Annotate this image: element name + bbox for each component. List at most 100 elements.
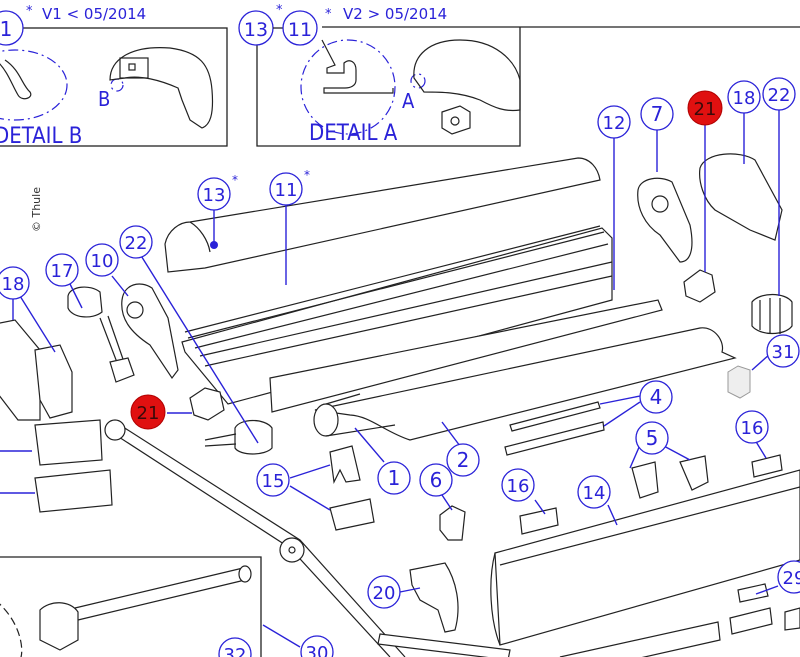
- callout-bubble: [419, 463, 453, 497]
- callout-12: 12: [597, 105, 631, 139]
- callout-bubble: [0, 266, 30, 300]
- callout-number: 29: [783, 568, 800, 589]
- callout-bubble: [218, 637, 252, 657]
- part-20-end-cap: [409, 562, 459, 633]
- callout-11: 11 *: [269, 168, 310, 206]
- detail-a-marker-circle: [410, 73, 426, 89]
- callout-6: 6: [419, 463, 453, 497]
- callout-number: 11: [275, 180, 298, 201]
- callout-number: 21: [694, 99, 717, 120]
- callout-bubble: [762, 77, 796, 111]
- callout-20: 20: [367, 575, 401, 609]
- callout-13: 13*: [197, 173, 238, 211]
- leader-lines: [0, 110, 780, 648]
- detail-b-marker-circle: [110, 78, 124, 92]
- callout-bubble: [130, 394, 166, 430]
- callout-number: 1: [388, 466, 401, 490]
- asterisk-note: *: [26, 4, 33, 19]
- small-block-hole: [450, 116, 460, 126]
- callout-16: 16: [501, 468, 535, 502]
- callout-number: 6: [430, 468, 443, 492]
- callout-number: 30: [306, 643, 329, 657]
- part-29-clip: [737, 583, 769, 603]
- callout-bubble: [85, 243, 119, 277]
- callout-1: 1: [377, 461, 411, 495]
- part-13-cover-profile: [164, 157, 601, 273]
- part-1-roller-end: [313, 403, 339, 437]
- part-30-tube-end: [238, 565, 252, 583]
- part-15-plate-lower: [329, 498, 375, 531]
- detail-b-label: DETAIL B: [0, 124, 82, 149]
- part-18-left-inner: [34, 344, 73, 419]
- callout-bubble: [446, 443, 480, 477]
- part-1-roller-body: [325, 393, 396, 437]
- inset-30-frame: [0, 556, 262, 657]
- asterisk-note: *: [304, 168, 310, 182]
- part-14-front-profile: [494, 469, 800, 646]
- callout-14: 14: [577, 475, 611, 509]
- inset-v1-detail-b: B DETAIL B 1 * V1 < 05/2014: [0, 4, 228, 149]
- part-30-motor: [39, 602, 79, 651]
- arm-elbow-pin: [288, 546, 296, 554]
- callout-bubble: [687, 90, 723, 126]
- part-5-bracket-a: [631, 461, 659, 499]
- end-cap-v2-drawing: [413, 39, 521, 112]
- callout-bubble: [777, 560, 800, 594]
- callout-number: 21: [137, 403, 160, 424]
- callout-5: 5: [635, 421, 669, 455]
- leader-dot-13: [210, 241, 218, 249]
- callout-bubble: [269, 172, 303, 206]
- callout-bubble-1-inset: [0, 10, 24, 46]
- callout-number: 2: [457, 448, 470, 472]
- version-label-v1: V1 < 05/2014: [42, 5, 146, 23]
- callout-label-1-inset: 1: [0, 17, 12, 41]
- callout-21: 21: [130, 394, 166, 430]
- callout-bubble: [640, 97, 674, 131]
- detail-b-marker-letter: B: [98, 87, 110, 111]
- callout-number: 18: [733, 88, 756, 109]
- callout-16: 16: [735, 410, 769, 444]
- callout-bubble: [45, 253, 79, 287]
- detail-a-magnifier-circle: [300, 39, 396, 135]
- callout-bubble: [735, 410, 769, 444]
- part-17-end: [109, 357, 135, 383]
- callout-bubble: [367, 575, 401, 609]
- detail-a-label: DETAIL A: [309, 121, 398, 146]
- part-31-clip: [727, 365, 751, 399]
- callout-number: 16: [741, 418, 764, 439]
- callout-bubble: [727, 80, 761, 114]
- callout-number: 14: [583, 483, 606, 504]
- detail-b-magnifier-circle: [0, 49, 68, 121]
- callout-number: 20: [373, 583, 396, 604]
- callout-number: 7: [651, 102, 664, 126]
- part-18-right-cap: [699, 153, 783, 241]
- part-lower-rail: [559, 621, 721, 657]
- callout-30: 30: [300, 635, 334, 657]
- motor-housing: [34, 419, 103, 466]
- part-lower-bar: [377, 633, 511, 657]
- callout-bubble: [197, 177, 231, 211]
- part-small-block-b: [784, 607, 800, 631]
- part-7-end-plate: [637, 177, 693, 263]
- callout-number: 12: [603, 113, 626, 134]
- callout-label-13-inset: 13: [244, 19, 268, 41]
- callout-10: 10: [85, 243, 119, 277]
- callout-bubble: [639, 380, 673, 414]
- part-22-drum-left: [234, 419, 273, 455]
- callout-29: 29: [777, 560, 800, 594]
- callout-32: 32: [218, 637, 252, 657]
- inset-30-box: [0, 556, 262, 657]
- copyright-label: © Thule: [30, 187, 43, 232]
- part-18-left-cap: [0, 319, 41, 421]
- callout-bubble-11-inset: [282, 10, 318, 46]
- callout-bubble: [377, 461, 411, 495]
- callout-bubble: [577, 475, 611, 509]
- asterisk-note-11: *: [325, 7, 332, 22]
- callout-4: 4: [639, 380, 673, 414]
- part-17-drive-head: [67, 286, 103, 318]
- part-30-dashed-arc: [0, 603, 23, 657]
- callout-22: 22: [119, 225, 153, 259]
- detail-a-profile: [321, 39, 394, 94]
- part-21-gear-right: [683, 269, 716, 303]
